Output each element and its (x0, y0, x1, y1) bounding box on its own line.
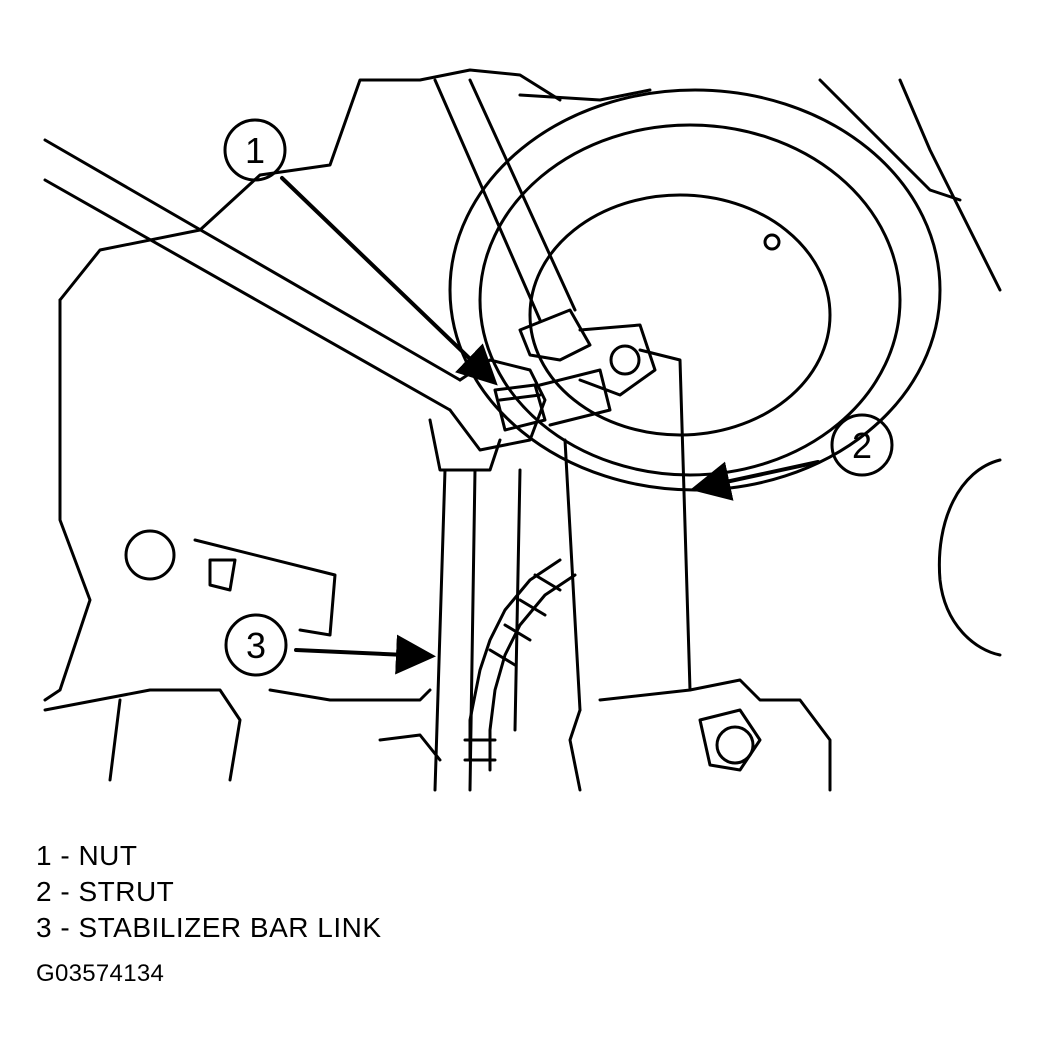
callout-circle-1 (223, 118, 287, 182)
socket-wrench (433, 78, 592, 362)
brake-hose (463, 558, 577, 772)
callout-number-3: 3 (246, 625, 266, 666)
callout-arrows (280, 176, 820, 675)
figure-id: G03574134 (36, 960, 165, 987)
legend-item-stabilizer-bar-link: 3 - STABILIZER BAR LINK (36, 912, 382, 943)
legend-item-nut: 1 - NUT (36, 840, 138, 871)
rotor (448, 78, 1002, 492)
legend-item-strut: 2 - STRUT (36, 876, 175, 907)
nut-assembly (428, 323, 657, 472)
callout-arrow-2 (690, 460, 820, 501)
callout-circle-2 (830, 413, 894, 477)
body-panel-outline (43, 68, 562, 782)
wheel-arc (937, 458, 1002, 657)
callout-arrow-1 (280, 176, 498, 386)
stabilizer-link-illustration: 1 2 3 (43, 68, 1002, 792)
strut (563, 348, 832, 792)
callout-number-1: 1 (245, 130, 265, 171)
parts-legend: 1 - NUT 2 - STRUT 3 - STABILIZER BAR LIN… (36, 838, 382, 946)
callout-number-2: 2 (852, 425, 872, 466)
wrench (43, 138, 547, 452)
callout-arrow-3 (294, 634, 436, 675)
stabilizer-bar-link (433, 468, 522, 792)
callout-circle-3 (224, 613, 288, 677)
